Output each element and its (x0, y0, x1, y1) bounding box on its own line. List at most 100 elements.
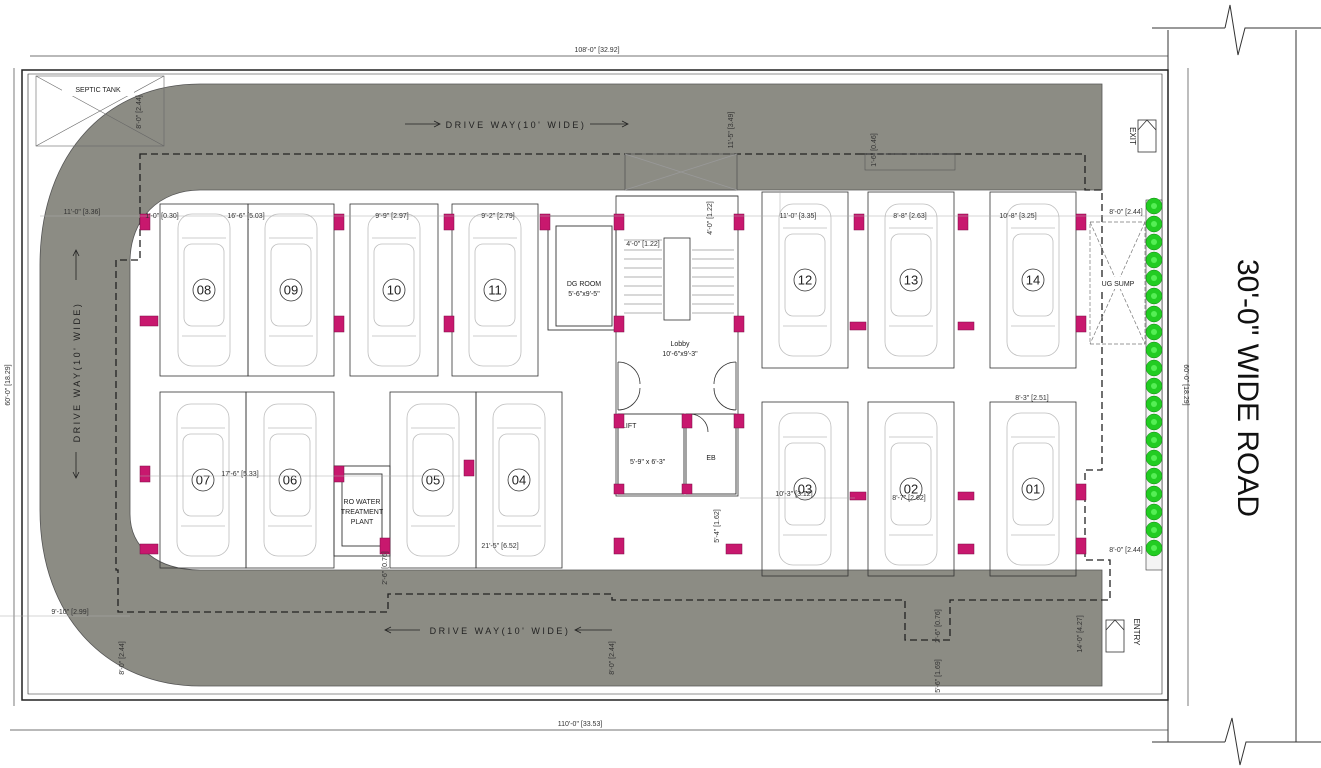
dim-5-6-169: 5'-6" [1.69] (935, 659, 942, 692)
stair-treads (624, 239, 734, 314)
column (443, 315, 455, 333)
dim-8-3-251: 8'-3" [2.51] (1015, 395, 1048, 402)
car-outline (468, 213, 522, 367)
column (613, 315, 625, 333)
car-outline (263, 403, 317, 557)
car-outline (1006, 412, 1060, 566)
bay-number: 05 (426, 473, 440, 488)
tree-icon (1145, 521, 1163, 539)
column (1075, 315, 1087, 333)
column (849, 321, 867, 331)
dim-1-6-046: 1'-6" [0.46] (871, 133, 878, 166)
dim-9-10-299: 9'-10" [2.99] (51, 609, 88, 616)
hedge-trees (1145, 197, 1163, 557)
column (733, 315, 745, 333)
parking-bay: 06 (245, 391, 335, 569)
tree-icon (1145, 305, 1163, 323)
plot-boundary (21, 69, 1169, 701)
dim-9-9-297: 9'-9" [2.97] (375, 213, 408, 220)
tree-icon (1145, 233, 1163, 251)
driveway-label-bottom: DRIVE WAY(10' WIDE) (430, 626, 571, 636)
car-outline (778, 412, 832, 566)
entry-sign (1105, 619, 1125, 653)
lobby-doors (617, 361, 737, 433)
parking-bay: 09 (247, 203, 335, 377)
column (853, 213, 865, 231)
column (725, 543, 743, 555)
exit-sign (1137, 119, 1157, 153)
bay-number-circle (421, 468, 445, 492)
dim-8-0-244-r1: 8'-0" [2.44] (1109, 209, 1142, 216)
column (139, 315, 159, 327)
driveway-arrows (72, 120, 629, 634)
column (849, 491, 867, 501)
dim-4-0-122-b: 4'-0" [1.22] (626, 241, 659, 248)
dim-4-0-122-a: 4'-0" [1.22] (707, 201, 714, 234)
car-outline (367, 213, 421, 367)
dim-21-5-652: 21'-5" [6.52] (481, 543, 518, 550)
lobby-title: Lobby (670, 341, 690, 348)
bay-number: 03 (798, 482, 812, 497)
car-outline (884, 203, 938, 357)
bay-number: 11 (488, 283, 502, 298)
tree-icon (1145, 485, 1163, 503)
dim-10-8-325: 10'-8" [3.25] (999, 213, 1036, 220)
driveway (39, 83, 1103, 687)
parking-bay: 02 (867, 401, 955, 577)
column (681, 483, 693, 495)
column (1075, 213, 1087, 231)
car-outline (1006, 203, 1060, 357)
ro-water-plant (333, 465, 391, 557)
column (733, 413, 745, 429)
dim-8-7-262: 8'-7" [2.62] (892, 495, 925, 502)
bay-number-circle (192, 278, 216, 302)
parking-bay: 04 (475, 391, 563, 569)
dim-8-0-244-bl: 8'-0" [2.44] (119, 641, 126, 674)
dim-14-0-427: 14'-0" [4.27] (1077, 615, 1084, 652)
column (681, 413, 693, 429)
column (613, 537, 625, 555)
stair-core (615, 153, 739, 497)
bay-number: 08 (197, 283, 211, 298)
tree-icon (1145, 431, 1163, 449)
tree-icon (1145, 341, 1163, 359)
dg-room-title: DG ROOM (567, 281, 601, 288)
parking-bay: 12 (761, 191, 849, 369)
dim-5-4-162: 5'-4" [1.62] (714, 509, 721, 542)
dim-11-5-349: 11'-5" [3.49] (728, 112, 735, 149)
dim-right-overall: 60'-0" [18.29] (1182, 364, 1189, 405)
parking-bay: 13 (867, 191, 955, 369)
column (613, 413, 625, 429)
driveway-label-top: DRIVE WAY(10' WIDE) (446, 120, 587, 130)
parking-bay: 01 (989, 401, 1077, 577)
tree-icon (1145, 215, 1163, 233)
column (463, 459, 475, 477)
bay-number-circle (382, 278, 406, 302)
ug-sump-label: UG SUMP (1102, 281, 1135, 288)
dim-left-overall: 60'-0" [18.29] (5, 364, 12, 405)
dim-8-0-244-r2: 8'-0" [2.44] (1109, 547, 1142, 554)
parking-bay: 14 (989, 191, 1077, 369)
parking-bay: 08 (159, 203, 249, 377)
lift-title: LIFT (622, 423, 637, 430)
car-outline (778, 203, 832, 357)
tree-icon (1145, 449, 1163, 467)
overall-dimension-lines (10, 55, 1189, 731)
ug-sump-label-bg (1098, 277, 1138, 289)
bay-number: 09 (284, 283, 298, 298)
tree-icon (1145, 503, 1163, 521)
dim-11-0-336: 11'-0" [3.36] (64, 209, 101, 216)
dim-top-overall: 108'-0" [32.92] (574, 47, 619, 54)
dim-17-6-533: 17'-6" [5.33] (221, 471, 258, 478)
column (957, 543, 975, 555)
bay-number-circle (279, 278, 303, 302)
parking-bay: 11 (451, 203, 539, 377)
columns (139, 213, 1087, 555)
lobby-size: 10'-6"x9'-3" (662, 351, 698, 358)
exit-label: EXIT (1128, 127, 1137, 145)
bay-number-circle (793, 477, 817, 501)
septic-label-bg (62, 82, 134, 96)
tree-icon (1145, 197, 1163, 215)
bay-number-circle (899, 268, 923, 292)
car-outline (492, 403, 546, 557)
